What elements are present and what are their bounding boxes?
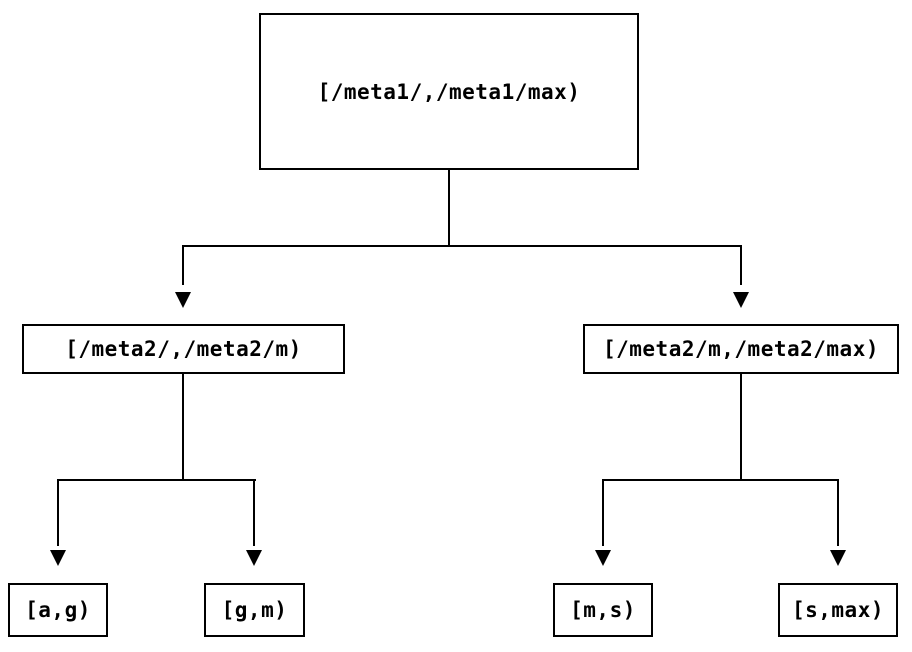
arrowhead-down-icon	[50, 550, 66, 566]
arrowhead-down-icon	[175, 292, 191, 308]
node-leaf-gm-label: [g,m)	[221, 598, 288, 622]
node-leaf-ag-label: [a,g)	[25, 598, 91, 622]
connector-drop-leaf-ms	[602, 479, 604, 546]
node-leaf-gm: [g,m)	[204, 583, 305, 637]
node-meta2-low-label: [/meta2/,/meta2/m)	[65, 337, 302, 361]
node-leaf-ms-label: [m,s)	[570, 598, 636, 622]
connector-meta2-low-crossbar	[57, 479, 256, 481]
arrowhead-down-icon	[595, 550, 611, 566]
arrowhead-down-icon	[830, 550, 846, 566]
node-meta2-low: [/meta2/,/meta2/m)	[22, 324, 345, 374]
arrowhead-down-icon	[733, 292, 749, 308]
connector-drop-leaf-smax	[837, 479, 839, 546]
arrowhead-down-icon	[246, 550, 262, 566]
node-leaf-ag: [a,g)	[8, 583, 108, 637]
node-leaf-ms: [m,s)	[553, 583, 653, 637]
node-meta2-high-label: [/meta2/m,/meta2/max)	[602, 337, 879, 361]
node-meta2-high: [/meta2/m,/meta2/max)	[583, 324, 899, 374]
node-root-label: [/meta1/,/meta1/max)	[317, 79, 581, 104]
connector-drop-leaf-ag	[57, 479, 59, 546]
connector-drop-meta2-low	[182, 245, 184, 285]
connector-drop-meta2-high	[740, 245, 742, 285]
connector-drop-leaf-gm	[253, 479, 255, 546]
connector-meta2-high-crossbar	[602, 479, 839, 481]
connector-meta2-high-stem	[740, 373, 742, 481]
connector-meta2-low-stem	[182, 373, 184, 481]
node-root: [/meta1/,/meta1/max)	[259, 13, 639, 170]
node-leaf-smax: [s,max)	[778, 583, 898, 637]
connector-root-crossbar	[182, 245, 742, 247]
node-leaf-smax-label: [s,max)	[791, 598, 884, 622]
connector-root-stem	[448, 170, 450, 247]
